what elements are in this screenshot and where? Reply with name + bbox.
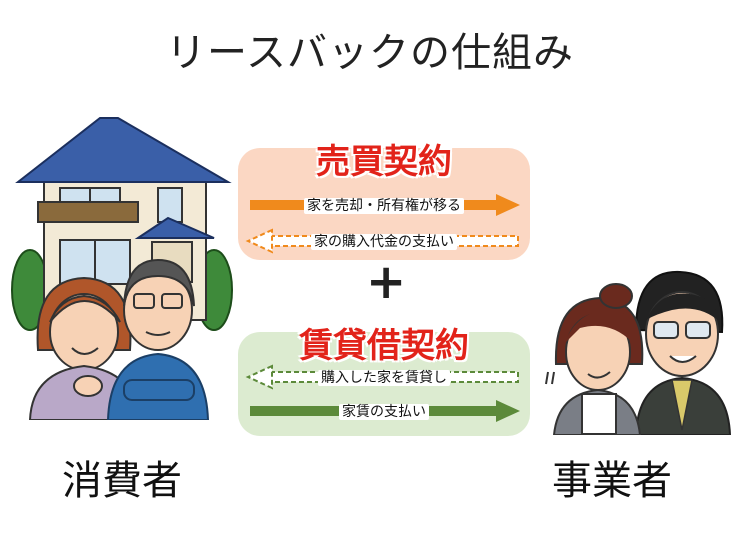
sale-arrow-row-to-consumer: 家の購入代金の支払い <box>238 228 530 254</box>
business-people-illustration <box>545 270 732 435</box>
lease-arrow-label-to-business: 家賃の支払い <box>339 404 429 420</box>
lease-contract-heading: 賃貸借契約 <box>299 326 469 366</box>
page-title: リースバックの仕組み <box>166 30 574 76</box>
consumer-label: 消費者 <box>62 458 182 504</box>
lease-arrow-row-to-consumer: 購入した家を賃貸し <box>238 364 530 390</box>
lease-arrow-row-to-business: 家賃の支払い <box>238 398 530 424</box>
sale-arrow-label-to-consumer: 家の購入代金の支払い <box>311 234 457 250</box>
lease-arrow-label-to-consumer: 購入した家を賃貸し <box>318 370 450 386</box>
sale-arrow-row-to-business: 家を売却・所有権が移る <box>238 192 530 218</box>
sale-contract-heading: 売買契約 <box>316 142 452 182</box>
sale-contract-panel: 売買契約 家を売却・所有権が移る 家の購入代金の支払い <box>238 142 530 260</box>
sale-arrow-label-to-business: 家を売却・所有権が移る <box>304 198 464 214</box>
business-label: 事業者 <box>552 458 672 504</box>
lease-contract-panel: 賃貸借契約 購入した家を賃貸し 家賃の支払い <box>238 326 530 436</box>
house-and-consumers-illustration <box>11 117 233 420</box>
plus-sign: + <box>366 254 407 310</box>
